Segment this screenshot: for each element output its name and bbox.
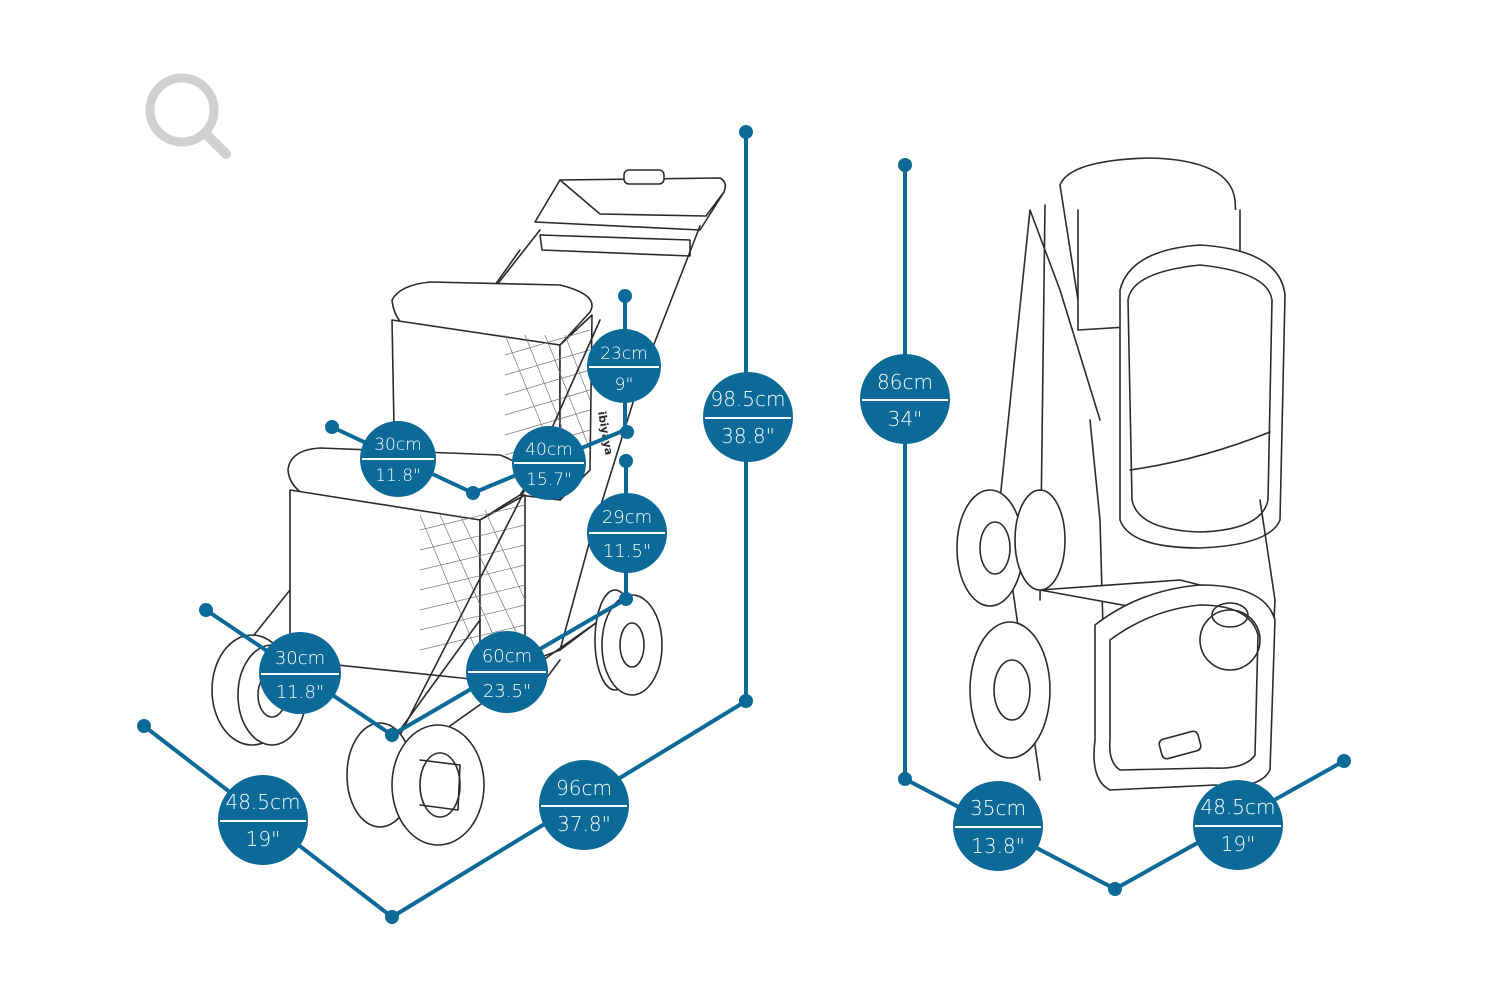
dimension-inch-label: 38.8" <box>721 424 775 448</box>
dimension-inch-label: 11.8" <box>276 682 324 703</box>
dimension-cm-label: 30cm <box>374 435 422 455</box>
badge-overall-length: 96cm 37.8" <box>539 760 629 850</box>
badge-top-width: 30cm 11.8" <box>360 421 436 497</box>
badge-top-length: 40cm 15.7" <box>512 426 586 500</box>
dimension-cm-label: 60cm <box>482 646 532 667</box>
badge-overall-height: 98.5cm 38.8" <box>703 372 793 462</box>
badge-lower-width: 30cm 11.8" <box>259 632 341 714</box>
dimension-cm-label: 35cm <box>970 796 1026 820</box>
dimension-cm-label: 29cm <box>602 507 652 528</box>
dimension-cm-label: 30cm <box>275 648 325 669</box>
dimension-cm-label: 40cm <box>525 440 573 460</box>
badge-top-depth: 23cm 9" <box>587 329 661 403</box>
dimension-cm-label: 48.5cm <box>225 790 300 814</box>
dimension-cm-label: 23cm <box>600 344 648 364</box>
dimension-inch-label: 15.7" <box>526 470 572 490</box>
badge-folded-height: 86cm 34" <box>860 354 950 444</box>
magnifier-icon[interactable] <box>145 73 231 159</box>
dimension-cm-label: 98.5cm <box>710 387 785 411</box>
dimension-inch-label: 13.8" <box>971 834 1025 858</box>
badge-overall-width: 48.5cm 19" <box>218 775 308 865</box>
badge-folded-depth: 35cm 13.8" <box>953 781 1043 871</box>
dimension-inch-label: 37.8" <box>557 812 611 836</box>
dimension-inch-label: 19" <box>1221 832 1256 856</box>
dimension-cm-label: 96cm <box>556 776 612 800</box>
dimension-inch-label: 11.5" <box>603 541 651 562</box>
dimension-inch-label: 11.8" <box>375 466 421 486</box>
dimension-dots-left <box>137 125 753 924</box>
dimension-inch-label: 34" <box>888 407 923 431</box>
badge-folded-width: 48.5cm 19" <box>1193 780 1283 870</box>
stroller-folded-illustration <box>956 157 1286 791</box>
dimension-dots-right <box>898 158 1351 896</box>
dimension-inch-label: 9" <box>615 375 634 395</box>
badge-lower-height: 29cm 11.5" <box>587 493 667 573</box>
dimension-cm-label: 48.5cm <box>1200 795 1275 819</box>
stroller-unfolded-illustration: ibiyaya <box>211 169 727 846</box>
dimension-inch-label: 23.5" <box>483 681 531 702</box>
dimension-inch-label: 19" <box>246 827 281 851</box>
badge-lower-length: 60cm 23.5" <box>466 631 548 713</box>
dimension-cm-label: 86cm <box>877 370 933 394</box>
